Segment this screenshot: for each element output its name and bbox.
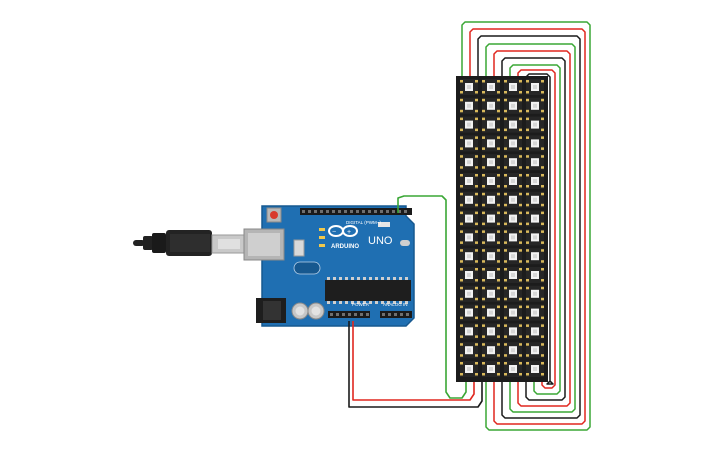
led-pixel [504,323,522,340]
column-wire [477,35,581,419]
led-pixel [460,154,478,171]
led-pixel [504,285,522,302]
led-pixel [482,361,500,377]
led-pixel [526,248,544,265]
led-pixel [504,97,522,114]
led-pixel [460,361,478,377]
led-pixel [526,210,544,227]
led-pixel [460,116,478,133]
led-pixel [526,135,544,152]
led-pixel [460,342,478,359]
led-pixel [504,229,522,246]
atmega-chip [325,280,411,301]
led-pixel [504,173,522,189]
led-pixel [460,267,478,283]
led-pixel [482,210,500,227]
model-label: UNO [368,235,393,247]
led-pixel [460,97,478,114]
led-pixel [482,304,500,321]
led-pixel [526,304,544,321]
column-wire [517,69,556,389]
led-pixel [482,191,500,208]
column-wire [501,57,566,401]
led-pixel [504,361,522,377]
led-pixel [482,79,500,95]
led-pixel [460,191,478,208]
led-pixel [526,191,544,208]
analog-header-label: ANALOG IN [383,302,408,307]
led-pixel [460,210,478,227]
reset-button-icon[interactable] [266,207,282,223]
led-pixel [482,154,500,171]
led-pixel [526,173,544,189]
led-pixel [504,191,522,208]
led-pixel [504,248,522,265]
led-pixel [482,229,500,246]
wire-gnd-black [348,321,483,408]
wire-5v-red [352,321,475,401]
led-pixel [526,229,544,246]
led-pixel [482,285,500,302]
column-wire [509,64,561,395]
led-matrix [456,76,548,382]
wire-data-green [397,195,467,399]
digital-header-label: DIGITAL (PWM~) [346,220,381,225]
led-pixel [526,267,544,283]
led-pixel [504,79,522,95]
power-header-label: POWER [352,302,370,307]
column-wire [469,28,586,425]
brand-label: ARDUINO [331,244,359,250]
led-pixel [526,154,544,171]
led-pixel [526,285,544,302]
svg-text:−: − [332,229,336,236]
led-pixel [482,135,500,152]
column-wire [493,50,571,407]
led-pixel [526,79,544,95]
column-wire [461,21,591,431]
led-pixel [460,79,478,95]
led-pixel [482,97,500,114]
led-pixel [482,248,500,265]
led-pixel [482,267,500,283]
column-wire [525,73,554,385]
led-pixel [526,116,544,133]
column-wires [461,21,591,431]
led-pixel [482,116,500,133]
led-pixel [460,323,478,340]
arduino-uno-board[interactable]: − + ARDUINO UNO DIGITAL (PWM~) POWER ANA… [243,205,415,327]
led-pixel [526,342,544,359]
led-pixel [460,229,478,246]
led-pixel [504,304,522,321]
led-pixel [460,304,478,321]
column-wire [485,43,576,413]
led-pixel [482,173,500,189]
led-pixel [504,342,522,359]
led-pixel [460,173,478,189]
led-pixel [482,323,500,340]
led-pixel [504,154,522,171]
board-wires [348,195,483,408]
arduino-logo: − + [328,225,358,237]
led-pixel [460,285,478,302]
led-pixel [460,248,478,265]
svg-text:+: + [347,229,351,236]
led-pixel [526,361,544,377]
usb-cable-icon [133,230,247,256]
led-pixel [504,210,522,227]
led-pixel [460,135,478,152]
led-pixel [526,323,544,340]
led-pixel [526,97,544,114]
led-pixel [504,135,522,152]
led-pixel [482,342,500,359]
led-pixel [504,267,522,283]
led-pixel [504,116,522,133]
